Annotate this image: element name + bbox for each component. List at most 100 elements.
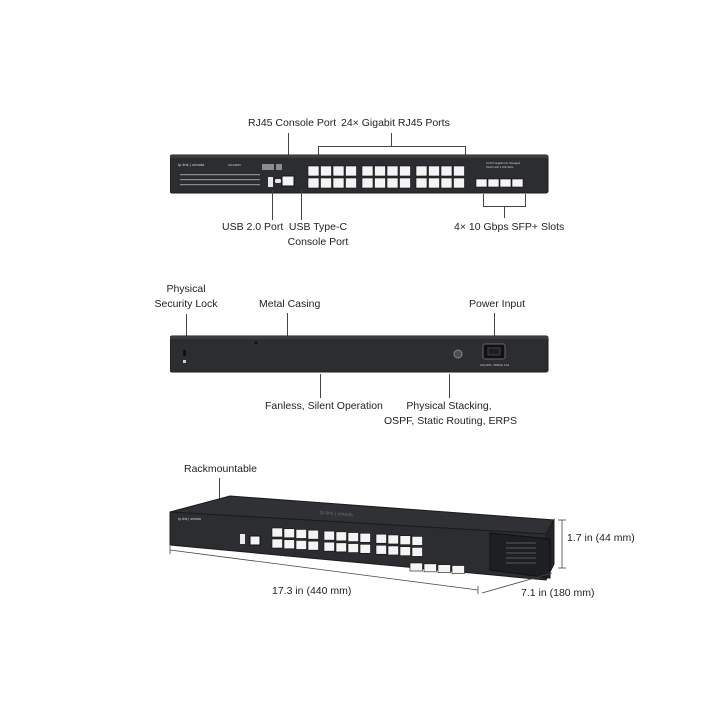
rj45-port: [347, 532, 359, 542]
rear-screw: [254, 341, 258, 345]
rj45-port: [335, 531, 347, 542]
rear-panel-device: 100-240V~ 50/60Hz 0.6A: [170, 335, 549, 373]
rj45-port: [307, 529, 319, 540]
usbc-port: [275, 179, 281, 183]
rj45-port: [415, 177, 428, 189]
front-panel-text: 24-Port Gigabit L2+ Managed: [486, 161, 521, 165]
usbc-callout-line1: USB Type-C: [288, 221, 348, 233]
brand-logo: tp-link | omada: [178, 162, 205, 167]
status-leds: [180, 174, 260, 186]
perspective-device: tp-link | omada tp-link | omada: [169, 495, 566, 594]
sfp-callout: 4× 10 Gbps SFP+ Slots: [454, 221, 565, 233]
fanless-leader: [320, 374, 321, 398]
rj45-port: [271, 527, 283, 538]
rj45-port: [440, 177, 453, 189]
rj45-port: [359, 532, 371, 543]
depth-callout: 7.1 in (180 mm): [521, 587, 595, 599]
rackmountable-leader: [219, 478, 220, 502]
rj45-port: [399, 535, 411, 545]
usbc-leader: [301, 190, 302, 220]
rj45-port: [295, 529, 307, 539]
rj45-port: [453, 165, 465, 177]
rj45-port: [332, 165, 345, 177]
gigabit-bracket-left: [318, 146, 319, 156]
rj45-port: [271, 538, 283, 549]
sfp-bracket-stem: [504, 206, 505, 218]
rj45-port: [347, 543, 359, 553]
rj45-port: [453, 177, 465, 189]
usb2-port: [268, 177, 273, 187]
rj45-port: [283, 528, 295, 539]
vent-holes: [506, 542, 536, 564]
sfp-slot: [499, 178, 512, 188]
rj45-port: [361, 165, 374, 177]
sfp-slot: [511, 178, 524, 188]
width-callout: 17.3 in (440 mm): [272, 585, 352, 597]
perspective-rj45-ports: [271, 527, 423, 557]
rj45-port: [320, 177, 332, 189]
stacking-callout: Physical Stacking, OSPF, Static Routing,…: [384, 399, 518, 429]
rj45-port: [387, 545, 399, 556]
rj45-port: [332, 177, 345, 189]
rj45-port: [440, 165, 453, 177]
front-rj45-ports: [307, 165, 465, 189]
security-lock-slot: [183, 350, 186, 356]
ground-terminal: [453, 349, 463, 359]
sfp-bracket-right: [525, 194, 526, 206]
rj45-port: [361, 177, 374, 189]
rj45-console-leader: [288, 133, 289, 175]
rj45-port: [428, 165, 440, 177]
rj45-port: [307, 540, 319, 551]
rj45-port: [386, 165, 399, 177]
rj45-port: [386, 177, 399, 189]
gigabit-bracket-stem: [391, 133, 392, 146]
stacking-leader: [449, 374, 450, 398]
perspective-brand: tp-link | omada: [178, 517, 201, 521]
sfp-slot: [487, 178, 500, 188]
top-logo: tp-link | omada: [320, 510, 353, 518]
sfp-slot: [409, 562, 423, 572]
rj45-port: [411, 547, 423, 557]
rj45-port: [323, 530, 335, 541]
perspective-console: [249, 535, 261, 546]
usbc-callout: USB Type-C Console Port: [285, 220, 351, 250]
rj45-console-port: [281, 175, 295, 187]
perspective-usb: [240, 534, 245, 544]
rackmountable-callout: Rackmountable: [184, 463, 257, 475]
rj45-port: [374, 165, 386, 177]
height-callout: 1.7 in (44 mm): [567, 532, 635, 544]
gigabit-bracket-top: [318, 146, 466, 147]
security-lock-line1: Physical: [166, 283, 206, 295]
metal-casing-leader: [287, 313, 288, 337]
perspective-sfp-slots: [409, 562, 465, 574]
model-label: SG3428X: [228, 163, 241, 167]
rj45-port: [415, 165, 428, 177]
rj45-port: [375, 533, 387, 544]
rj45-port: [387, 534, 399, 545]
rj45-port: [335, 542, 347, 553]
metal-casing-callout: Metal Casing: [259, 298, 321, 310]
stacking-line1: Physical Stacking,: [406, 400, 492, 412]
security-lock-line2: Security Lock: [154, 298, 218, 310]
power-input-leader: [494, 313, 495, 339]
sfp-slot: [423, 563, 437, 573]
fanless-callout: Fanless, Silent Operation: [265, 400, 383, 412]
gigabit-bracket-right: [465, 146, 466, 156]
stacking-line2: OSPF, Static Routing, ERPS: [384, 415, 518, 427]
rj45-port: [323, 541, 335, 552]
small-icons: [262, 164, 282, 170]
gigabit-ports-callout: 24× Gigabit RJ45 Ports: [341, 117, 450, 129]
sfp-slot: [437, 564, 451, 573]
sfp-slot: [451, 565, 465, 574]
power-input-callout: Power Input: [469, 298, 526, 310]
svg-text:Switch with 4 10G Slots: Switch with 4 10G Slots: [486, 165, 514, 169]
rack-ear: [489, 532, 551, 579]
rj45-port: [283, 539, 295, 550]
rj45-port: [374, 177, 386, 189]
rj45-console-callout: RJ45 Console Port: [248, 117, 337, 129]
rj45-port: [411, 536, 423, 546]
security-lock-callout: Physical Security Lock: [150, 282, 222, 312]
rj45-port: [399, 177, 411, 189]
security-lock-leader: [186, 314, 187, 350]
rj45-port: [375, 544, 387, 555]
